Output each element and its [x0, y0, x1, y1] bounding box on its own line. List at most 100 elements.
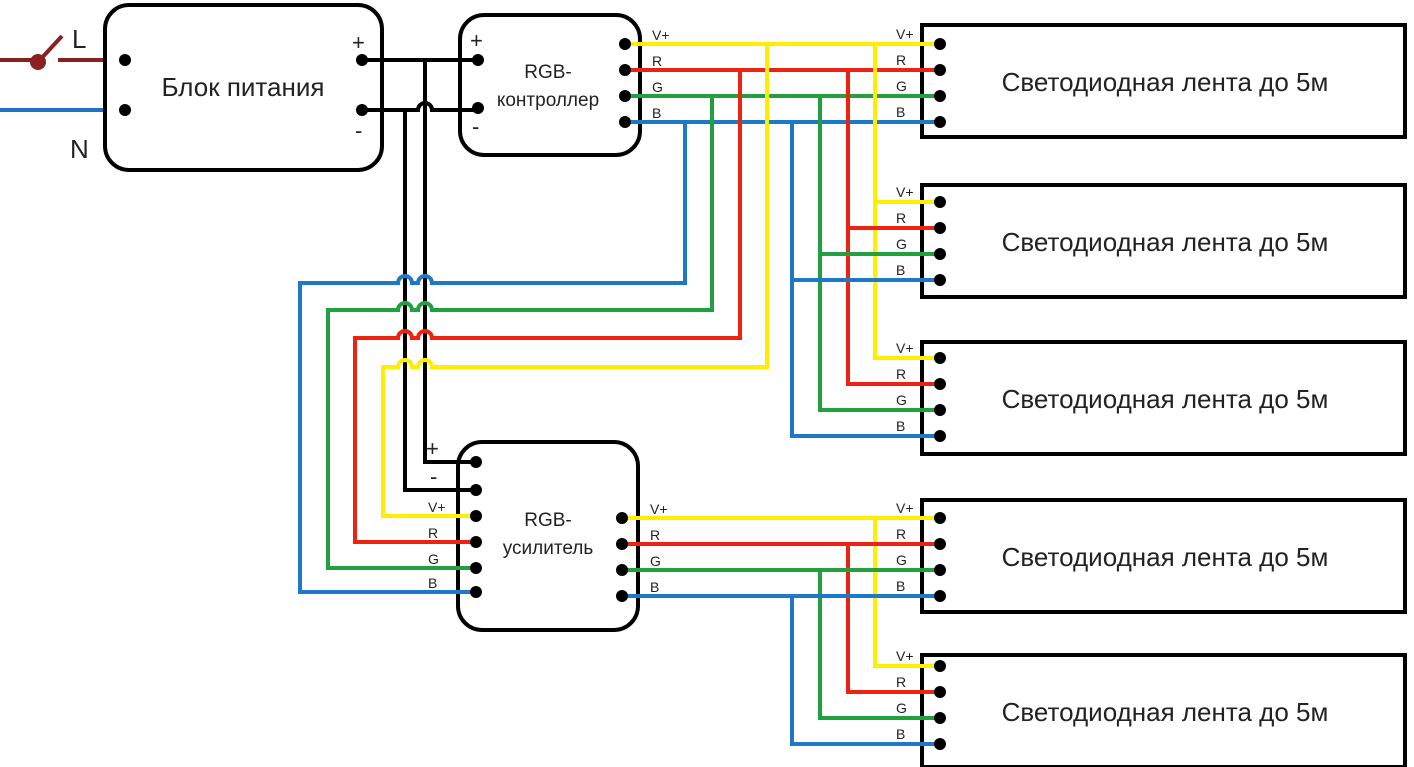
terminal [470, 536, 482, 548]
terminal [934, 564, 946, 576]
strip-pin-label: V+ [896, 184, 914, 200]
terminal [934, 430, 946, 442]
terminal [934, 222, 946, 234]
strip-pin-label: V+ [896, 26, 914, 42]
led-strip-title: Светодиодная лента до 5м [1002, 542, 1329, 572]
led-strip-title: Светодиодная лента до 5м [1002, 227, 1329, 257]
terminal [934, 248, 946, 260]
terminal [470, 456, 482, 468]
live-label: L [72, 24, 86, 54]
ctrl-out-label: B [652, 105, 661, 121]
led-strip: Светодиодная лента до 5мV+RGB [896, 648, 1407, 767]
terminal [934, 352, 946, 364]
strip-pin-label: R [896, 366, 906, 382]
strip-pin-label: B [896, 262, 905, 278]
amp-in-label: V+ [428, 499, 446, 515]
power-supply-title: Блок питания [162, 72, 325, 102]
strip-pin-label: B [896, 726, 905, 742]
strip-pin-label: R [896, 674, 906, 690]
terminal [619, 90, 631, 102]
amp-plus-label: + [426, 436, 439, 461]
led-strip: Светодиодная лента до 5м V+ RGB [896, 183, 1407, 299]
amplifier-input-wire [298, 122, 687, 594]
led-strip-title: Светодиодная лента до 5м [1002, 697, 1329, 727]
neutral-label: N [70, 134, 89, 164]
strip-pin-label: B [896, 578, 905, 594]
strip-pin-label: V+ [896, 340, 914, 356]
amp-minus-label: - [430, 464, 437, 489]
led-strip-box [920, 340, 1407, 456]
terminal [934, 512, 946, 524]
amp-title-2: усилитель [503, 538, 594, 559]
terminal [934, 90, 946, 102]
terminal [616, 564, 628, 576]
terminal [934, 116, 946, 128]
led-strip: Светодиодная лента до 5мV+RGB [896, 498, 1407, 614]
terminal [616, 538, 628, 550]
led-strip: Светодиодная лента до 5м V+ RGB [896, 23, 1407, 139]
terminal [470, 586, 482, 598]
terminal [616, 590, 628, 602]
led-strip: Светодиодная лента до 5м V+ RGB [896, 340, 1407, 456]
ctrl-out-label: R [652, 53, 662, 69]
terminal [934, 64, 946, 76]
strip-branch-wire [846, 70, 940, 386]
strip-pin-label: R [896, 526, 906, 542]
led-strip-box [920, 498, 1407, 614]
terminal [934, 38, 946, 50]
terminal [616, 512, 628, 524]
wires [298, 42, 940, 746]
strip-pin-label: G [896, 392, 907, 408]
terminal [470, 510, 482, 522]
terminal [619, 38, 631, 50]
amp-in-label: R [428, 525, 438, 541]
strip-pin-label: R [896, 52, 906, 68]
ps-minus-label: - [355, 118, 362, 143]
terminal [470, 484, 482, 496]
power-supply: Блок питания + - [103, 3, 384, 172]
led-strips: Светодиодная лента до 5мV+RGBСветодиодна… [896, 23, 1407, 767]
strip-pin-label: G [896, 700, 907, 716]
terminal [934, 404, 946, 416]
rgb-amplifier: RGB- усилитель + - V+ R G B V+ R G B [426, 436, 668, 632]
led-strip-title: Светодиодная лента до 5м [1002, 384, 1329, 414]
strip-pin-label: V+ [896, 500, 914, 516]
terminal [934, 686, 946, 698]
positive-wire [362, 58, 478, 464]
negative-wire [362, 101, 478, 492]
terminal [934, 274, 946, 286]
terminal [934, 660, 946, 672]
strip-branch-wire [873, 44, 940, 360]
amplifier-output-wire [622, 568, 940, 720]
strip-pin-label: G [896, 78, 907, 94]
strip-pin-label: R [896, 210, 906, 226]
strip-pin-label: B [896, 418, 905, 434]
strip-branch-wire [818, 96, 940, 412]
terminal [470, 562, 482, 574]
terminal [934, 538, 946, 550]
amp-out-label: V+ [650, 501, 668, 517]
amp-out-label: B [650, 579, 659, 595]
led-strip-box [920, 23, 1407, 139]
amp-out-label: R [650, 527, 660, 543]
controller-title-2: контроллер [497, 90, 599, 111]
terminal [619, 116, 631, 128]
terminal [619, 64, 631, 76]
amplifier-input-wire [381, 44, 769, 518]
led-strip-box [920, 183, 1407, 299]
led-strip-title: Светодиодная лента до 5м [1002, 67, 1329, 97]
terminal [934, 738, 946, 750]
terminal [934, 712, 946, 724]
amplifier-input-wire [326, 96, 714, 570]
strip-pin-label: G [896, 236, 907, 252]
strip-branch-wire [790, 122, 940, 438]
led-strip-box [920, 653, 1407, 767]
strip-pin-label: B [896, 104, 905, 120]
rgb-controller: RGB- контроллер + - V+ R G B [458, 13, 670, 157]
ctrl-out-label: V+ [652, 27, 670, 43]
terminal [934, 590, 946, 602]
ctrl-out-label: G [652, 79, 663, 95]
amp-in-label: B [428, 575, 437, 591]
amp-in-label: G [428, 551, 439, 567]
amp-out-label: G [650, 553, 661, 569]
